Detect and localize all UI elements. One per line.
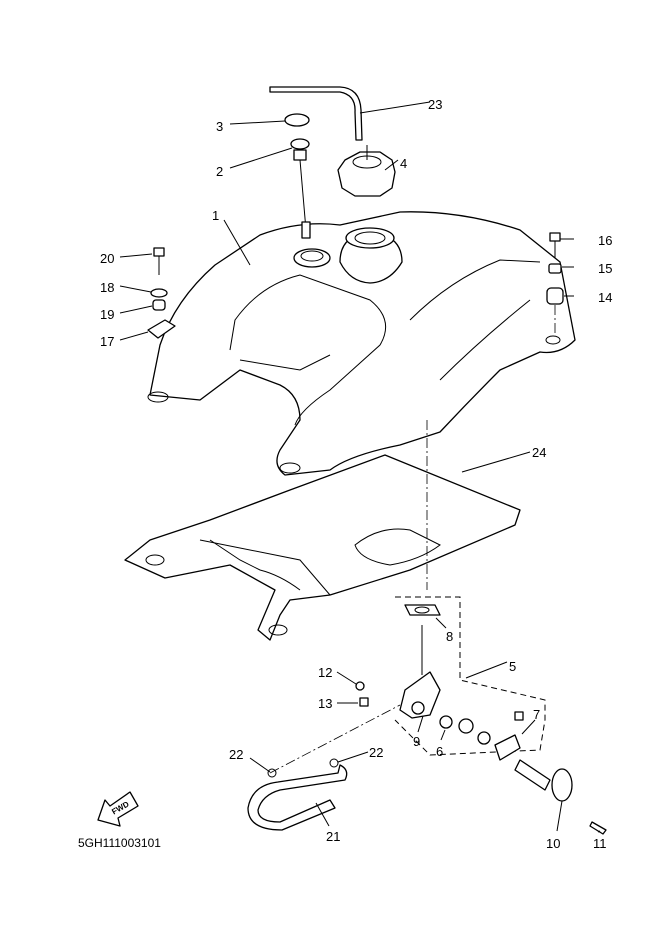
callout-9: 9 (413, 734, 420, 749)
callout-4: 4 (400, 156, 407, 171)
fuel-gauge (290, 138, 311, 239)
callout-21: 21 (326, 829, 340, 844)
callout-6: 6 (436, 744, 443, 759)
callout-20: 20 (100, 251, 114, 266)
callout-12: 12 (318, 665, 332, 680)
mount-parts-left (147, 247, 176, 339)
callout-22-left: 22 (229, 747, 243, 762)
callout-17: 17 (100, 334, 114, 349)
callout-8: 8 (446, 629, 453, 644)
diagram-code: 5GH111003101 (78, 836, 161, 850)
callout-22-right: 22 (369, 745, 383, 760)
callout-18: 18 (100, 280, 114, 295)
callout-1: 1 (212, 208, 219, 223)
grommet-part (284, 113, 310, 127)
callout-24: 24 (532, 445, 546, 460)
fuel-cock-group-outline (394, 596, 546, 756)
fuel-tank (147, 211, 576, 476)
mount-parts-right (546, 232, 564, 305)
callout-14: 14 (598, 290, 612, 305)
callout-5: 5 (509, 659, 516, 674)
callout-16: 16 (598, 233, 612, 248)
callout-19: 19 (100, 307, 114, 322)
breather-hose (269, 86, 363, 141)
callout-numbers: 1 2 3 4 5 6 7 8 9 10 11 12 13 14 15 16 1… (100, 97, 612, 851)
callout-2: 2 (216, 164, 223, 179)
fuel-cock (355, 604, 524, 761)
tank-protector (124, 454, 521, 641)
callout-10: 10 (546, 836, 560, 851)
callout-7: 7 (533, 707, 540, 722)
callout-11: 11 (593, 836, 607, 851)
callout-13: 13 (318, 696, 332, 711)
callout-15: 15 (598, 261, 612, 276)
forward-arrow-icon: FWD (97, 791, 139, 827)
callout-3: 3 (216, 119, 223, 134)
fuel-hose (247, 758, 348, 831)
fuel-cock-lever (514, 759, 607, 835)
fuel-cap (337, 145, 396, 197)
leader-lines (119, 101, 601, 833)
callout-23: 23 (428, 97, 442, 112)
